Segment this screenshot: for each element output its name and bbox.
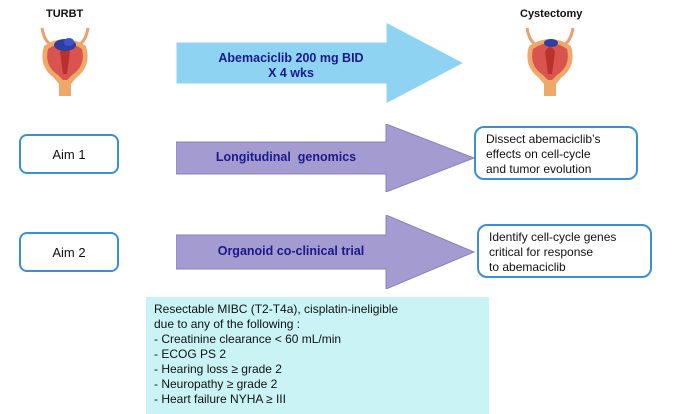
aim-2-result-line: Identify cell-cycle genes xyxy=(489,230,617,244)
genomics-arrow xyxy=(176,124,476,192)
aim-1-label: Aim 1 xyxy=(52,146,86,162)
cystectomy-heading: Cystectomy xyxy=(520,8,583,20)
aim-2-result-line: to abemaciclib xyxy=(489,260,566,274)
aim-1-result-line: effects on cell-cycle xyxy=(486,147,591,161)
bladder-cystectomy-illustration xyxy=(525,27,575,96)
criteria-line: - Creatinine clearance < 60 mL/min xyxy=(154,332,342,346)
aim-2-box: Aim 2 xyxy=(19,232,119,272)
aim-2-result-line: critical for response xyxy=(489,245,594,259)
aim-2-result-box: Identify cell-cycle genes critical for r… xyxy=(477,224,652,278)
aim-2-label: Aim 2 xyxy=(52,244,86,260)
treatment-arrow-label: Abemaciclib 200 mg BID X 4 wks xyxy=(218,51,364,80)
criteria-line: - Heart failure NYHA ≥ III xyxy=(154,392,286,406)
criteria-line: - ECOG PS 2 xyxy=(154,347,227,361)
treatment-arrow xyxy=(176,22,466,104)
organoid-arrow-label: Organoid co-clinical trial xyxy=(217,244,365,258)
aim-1-result-line: and tumor evolution xyxy=(486,162,592,176)
organoid-arrow xyxy=(176,215,476,289)
aim-1-box: Aim 1 xyxy=(19,134,119,174)
criteria-line: - Neuropathy ≥ grade 2 xyxy=(154,377,278,391)
aim-1-result-box: Dissect abemaciclib’s effects on cell-cy… xyxy=(474,126,638,180)
turbt-heading: TURBT xyxy=(46,8,84,20)
genomics-arrow-label: Longitudinal genomics xyxy=(215,150,357,164)
bladder-turbt-illustration xyxy=(40,27,90,96)
aim-1-result-line: Dissect abemaciclib’s xyxy=(486,132,601,146)
criteria-line: - Hearing loss ≥ grade 2 xyxy=(154,362,282,376)
criteria-line: Resectable MIBC (T2-T4a), cisplatin-inel… xyxy=(154,302,399,316)
eligibility-criteria-box: Resectable MIBC (T2-T4a), cisplatin-inel… xyxy=(146,297,489,414)
criteria-line: due to any of the following : xyxy=(154,317,301,331)
